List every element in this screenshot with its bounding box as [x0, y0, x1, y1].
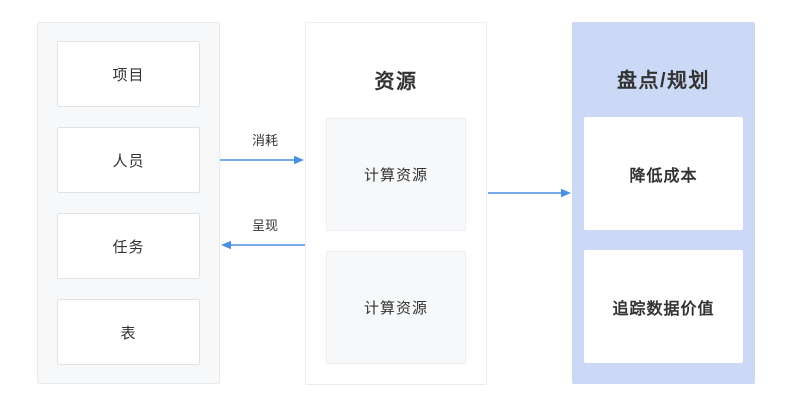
resources-to-planning-arrowhead-icon — [561, 188, 571, 198]
planning-panel: 盘点/规划 降低成本 追踪数据价值 — [572, 22, 755, 384]
node-compute-resource-1: 计算资源 — [326, 118, 466, 231]
node-table-label: 表 — [120, 324, 137, 342]
sources-panel: 项目 人员 任务 表 — [37, 22, 220, 384]
node-reduce-cost: 降低成本 — [584, 117, 743, 230]
node-track-data-value: 追踪数据价值 — [584, 250, 743, 363]
node-personnel-label: 人员 — [112, 152, 145, 170]
present-flow-label: 呈现 — [251, 218, 278, 233]
node-reduce-cost-label: 降低成本 — [629, 167, 698, 185]
resources-panel: 资源 计算资源 计算资源 — [305, 22, 487, 385]
resources-panel-title: 资源 — [374, 71, 418, 93]
node-compute-resource-2-label: 计算资源 — [363, 300, 428, 317]
planning-panel-title: 盘点/规划 — [616, 70, 711, 92]
node-personnel: 人员 — [57, 127, 200, 193]
node-compute-resource-2: 计算资源 — [326, 251, 466, 364]
node-table: 表 — [57, 299, 200, 365]
node-project: 项目 — [57, 41, 200, 107]
node-track-data-value-label: 追踪数据价值 — [612, 300, 715, 318]
present-arrowhead-icon — [221, 240, 231, 250]
node-task-label: 任务 — [112, 238, 145, 256]
node-compute-resource-1-label: 计算资源 — [363, 167, 428, 184]
node-project-label: 项目 — [112, 66, 145, 84]
consume-flow-label: 消耗 — [251, 133, 278, 148]
node-task: 任务 — [57, 213, 200, 279]
consume-arrowhead-icon — [294, 155, 304, 165]
